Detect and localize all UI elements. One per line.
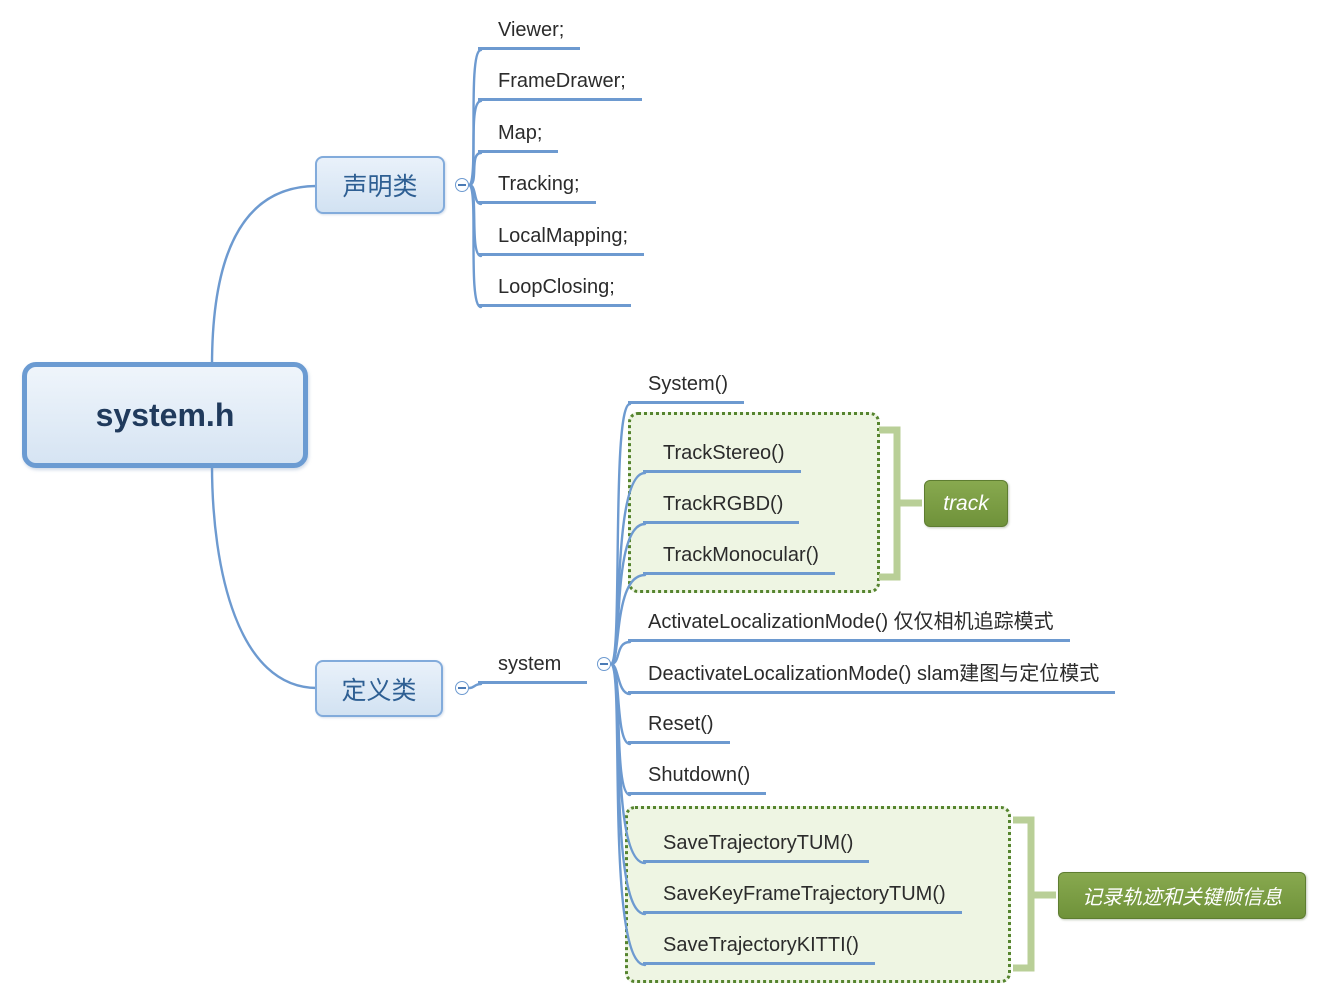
track-group-label[interactable]: track xyxy=(924,480,1008,527)
topic-system-ctor[interactable]: System() xyxy=(628,371,744,404)
branch-declare-label: 声明类 xyxy=(342,173,418,201)
topic-save-trajectory-kitti[interactable]: SaveTrajectoryKITTI() xyxy=(643,932,875,965)
collapse-toggle-define-icon[interactable] xyxy=(455,681,469,695)
save-group-boundary[interactable] xyxy=(625,806,1011,983)
topic-track-rgbd[interactable]: TrackRGBD() xyxy=(643,491,800,524)
topic-track-monocular[interactable]: TrackMonocular() xyxy=(643,542,835,575)
topic-localmapping[interactable]: LocalMapping; xyxy=(478,223,645,256)
root-topic-system-h[interactable]: system.h xyxy=(22,362,308,468)
root-topic-label: system.h xyxy=(95,396,235,433)
topic-system[interactable]: system xyxy=(478,651,588,684)
branch-topic-declare[interactable]: 声明类 xyxy=(315,156,445,214)
collapse-toggle-declare-icon[interactable] xyxy=(455,178,469,192)
topic-activate-localization[interactable]: ActivateLocalizationMode() 仅仅相机追踪模式 xyxy=(628,609,1070,642)
topic-save-trajectory-tum[interactable]: SaveTrajectoryTUM() xyxy=(643,830,870,863)
collapse-toggle-system-icon[interactable] xyxy=(597,657,611,671)
save-group-label[interactable]: 记录轨迹和关键帧信息 xyxy=(1058,872,1306,919)
topic-shutdown[interactable]: Shutdown() xyxy=(628,762,767,795)
topic-map[interactable]: Map; xyxy=(478,120,559,153)
save-label-text: 记录轨迹和关键帧信息 xyxy=(1082,887,1282,909)
topic-save-keyframe-trajectory-tum[interactable]: SaveKeyFrameTrajectoryTUM() xyxy=(643,881,962,914)
branch-define-label: 定义类 xyxy=(341,676,417,705)
topic-tracking[interactable]: Tracking; xyxy=(478,171,596,204)
topic-framedrawer[interactable]: FrameDrawer; xyxy=(478,68,642,101)
topic-loopclosing[interactable]: LoopClosing; xyxy=(478,274,631,307)
track-group-boundary[interactable] xyxy=(628,412,880,593)
topic-viewer[interactable]: Viewer; xyxy=(478,17,581,50)
topic-deactivate-localization[interactable]: DeactivateLocalizationMode() slam建图与定位模式 xyxy=(628,661,1116,694)
topic-reset[interactable]: Reset() xyxy=(628,711,730,744)
topic-track-stereo[interactable]: TrackStereo() xyxy=(643,440,801,473)
track-label-text: track xyxy=(943,491,989,515)
save-group-bracket xyxy=(1013,816,1035,972)
track-group-bracket xyxy=(879,426,901,581)
branch-topic-define[interactable]: 定义类 xyxy=(315,660,443,717)
